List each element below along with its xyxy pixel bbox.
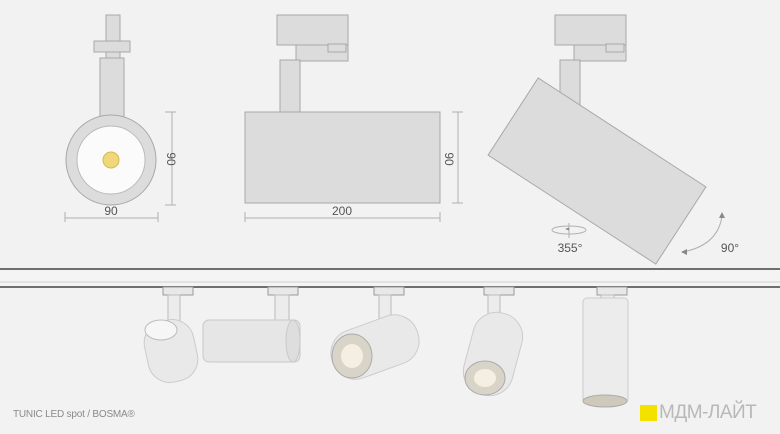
spot-render-5	[582, 286, 629, 408]
product-caption: TUNIC LED spot / BOSMA®	[13, 409, 135, 420]
rotation-label: 355°	[558, 241, 583, 255]
brand-logo: МДМ-ЛАЙТ	[640, 402, 757, 424]
side-view-drawing: 200 90	[244, 14, 463, 222]
logo-text: МДМ-ЛАЙТ	[659, 402, 757, 423]
front-view-drawing: 90 90	[64, 14, 178, 222]
track-rail	[0, 268, 780, 288]
side-height-label: 90	[442, 152, 456, 166]
spot-render-1	[143, 286, 199, 383]
spot-render-4	[462, 286, 524, 397]
side-width-label: 200	[332, 204, 352, 218]
front-width-label: 90	[104, 204, 118, 218]
front-height-label: 90	[164, 152, 178, 166]
spot-render-2	[202, 286, 301, 363]
spot-render-3	[330, 286, 420, 380]
logo-mark-icon	[640, 405, 657, 421]
led-icon	[102, 151, 120, 169]
tilt-label: 90°	[721, 241, 739, 255]
rotated-view-drawing: 355° 90°	[487, 14, 739, 265]
